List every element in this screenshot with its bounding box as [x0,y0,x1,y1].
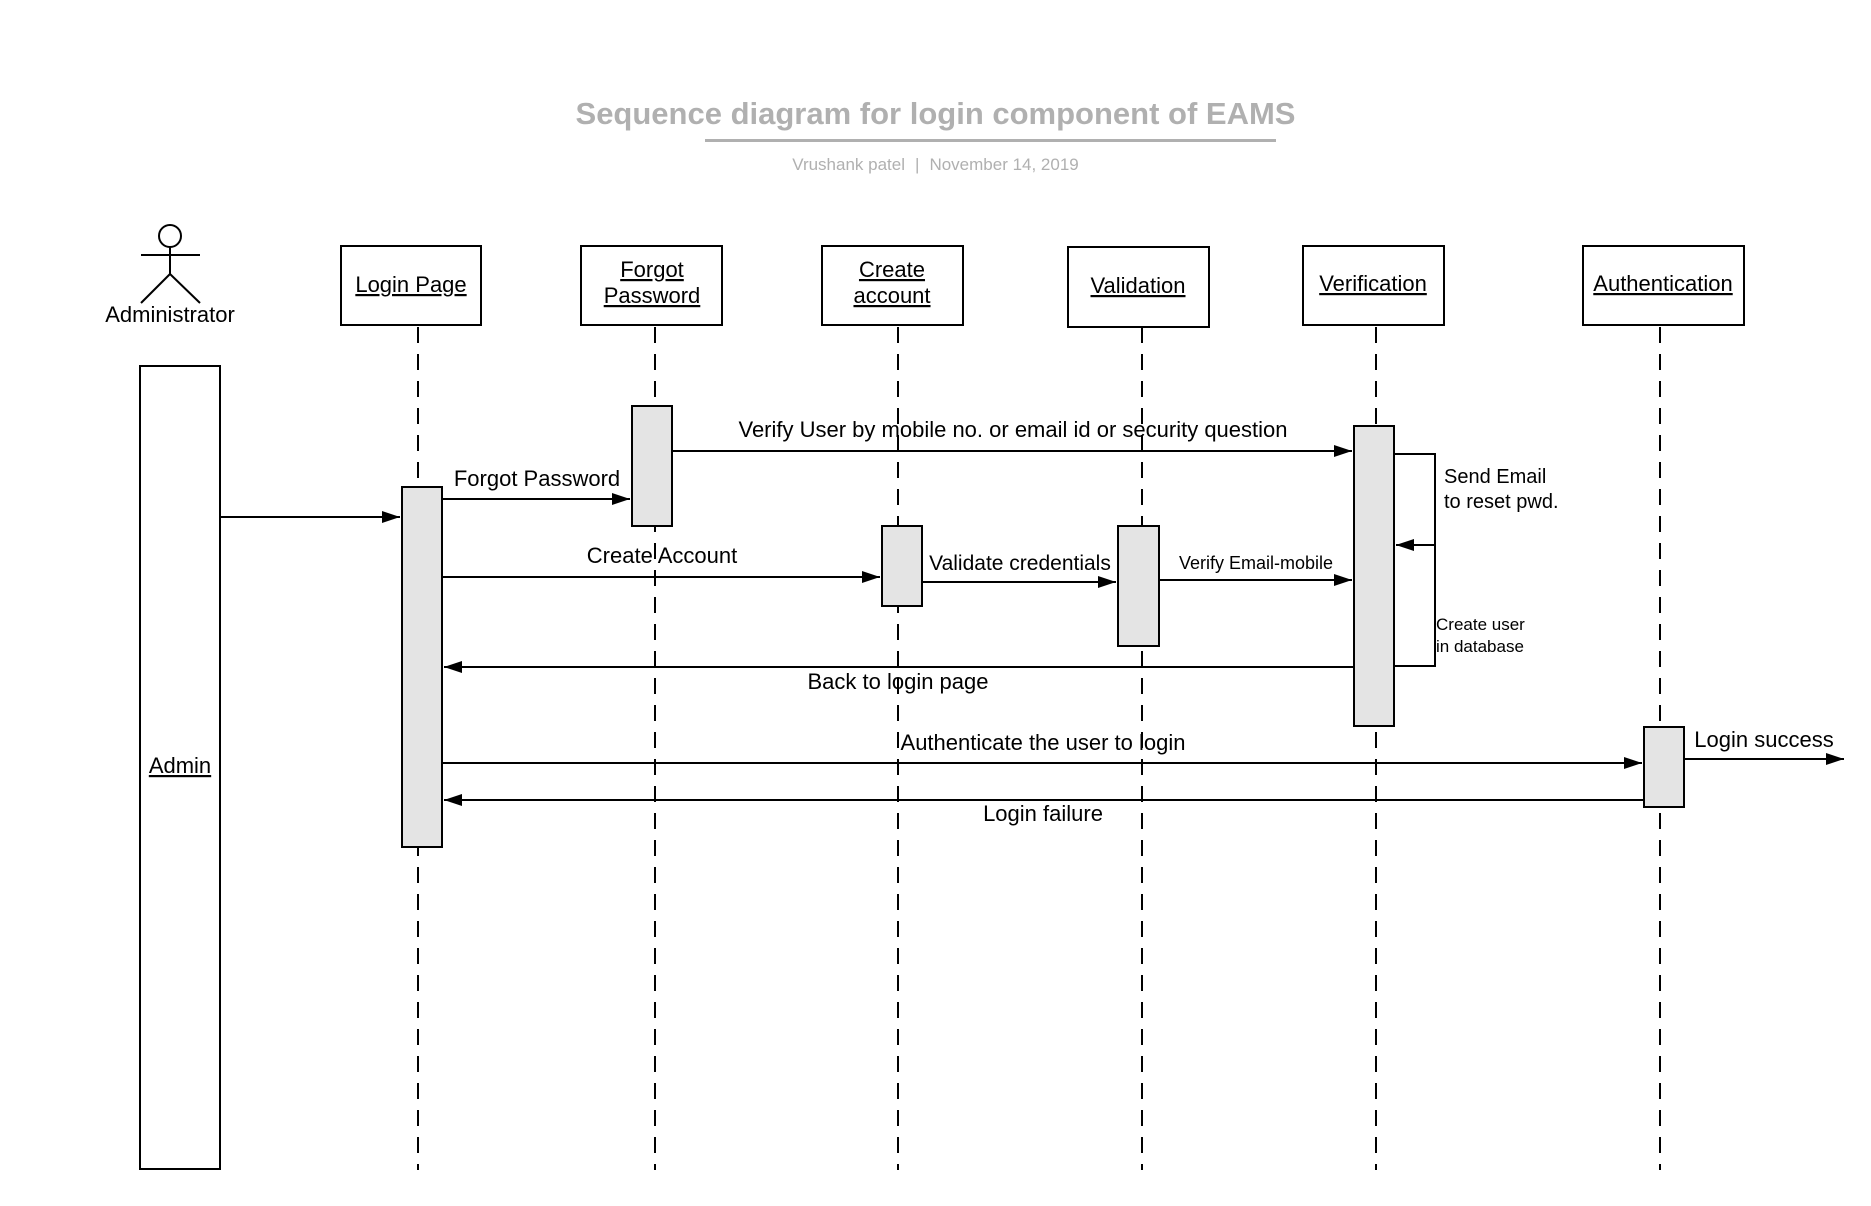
label-send-email-line2: to reset pwd. [1444,491,1559,513]
admin-activation-bar [139,365,221,1170]
activation-boxes [401,405,1685,848]
label-create-user-line1: Create user [1436,615,1525,634]
lifeline-forgot-password: Forgot Password [580,245,723,326]
lifeline-label-line2: account [853,283,930,308]
label-verify-user: Verify User by mobile no. or email id or… [738,417,1287,442]
lifeline-label-line2: Password [604,283,701,308]
admin-label: Admin [149,753,211,778]
lifeline-label: Verification [1319,271,1427,296]
lifeline-label-line1: Forgot [620,257,684,282]
label-create-account: Create Account [587,543,737,568]
actor-label: Administrator [105,302,235,327]
lifeline-create-account: Create account [821,245,964,326]
lifeline-verification: Verification [1302,245,1445,326]
label-forgot-password: Forgot Password [454,466,620,491]
label-authenticate: Authenticate the user to login [901,730,1186,755]
stick-figure-icon [140,224,201,304]
date: November 14, 2019 [929,155,1079,174]
lifeline-label-line1: Create [859,257,925,282]
self-message-create-user [1394,545,1436,667]
activation-validation [1117,525,1160,647]
lifeline-login-page: Login Page [340,245,482,326]
author: Vrushank patel [792,155,906,174]
activation-forgot-password [631,405,673,527]
subtitle-separator: | [915,155,920,174]
label-back-to-login: Back to login page [807,669,988,694]
lifeline-label: Validation [1091,273,1186,298]
message-labels: Forgot Password Verify User by mobile no… [454,417,1834,826]
activation-verification [1353,425,1395,727]
activation-login-page [401,486,443,848]
label-create-user-line2: in database [1436,637,1524,656]
label-login-failure: Login failure [983,801,1103,826]
lifeline-authentication: Authentication [1582,245,1745,326]
title-underline [705,139,1276,142]
messages [220,445,1844,806]
label-verify-email-mobile: Verify Email-mobile [1179,553,1333,573]
diagram-title: Sequence diagram for login component of … [575,96,1296,131]
diagram-subtitle: Vrushank patel | November 14, 2019 [0,155,1871,175]
self-message-send-email [1394,453,1436,551]
lifeline-label: Login Page [355,272,466,297]
activation-authentication [1643,726,1685,808]
label-send-email-line1: Send Email [1444,466,1546,488]
activation-create-account [881,525,923,607]
label-validate-credentials: Validate credentials [929,552,1111,575]
lifeline-validation: Validation [1067,246,1210,328]
label-login-success: Login success [1694,727,1833,752]
lifeline-label: Authentication [1593,271,1732,296]
